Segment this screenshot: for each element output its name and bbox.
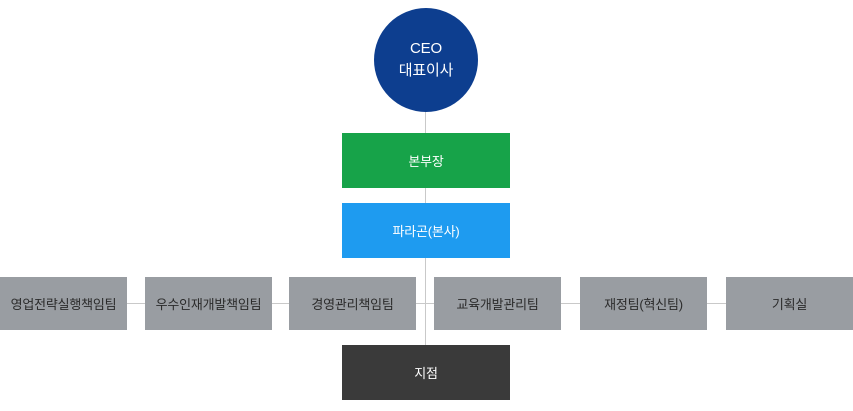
- department-node-management: 경영관리책임팀: [289, 277, 416, 330]
- branch-node: 지점: [342, 345, 510, 400]
- department-node-talent-development: 우수인재개발책임팀: [145, 277, 272, 330]
- ceo-node: CEO 대표이사: [374, 8, 478, 112]
- ceo-title: CEO: [410, 40, 442, 58]
- headquarters-node: 파라곤(본사): [342, 203, 510, 258]
- division-head-node: 본부장: [342, 133, 510, 188]
- department-node-education-development: 교육개발관리팀: [434, 277, 561, 330]
- horizontal-connector-line: [63, 303, 790, 304]
- department-node-finance: 재정팀(혁신팀): [580, 277, 707, 330]
- ceo-subtitle: 대표이사: [398, 62, 454, 79]
- department-node-planning: 기획실: [726, 277, 853, 330]
- department-node-sales-strategy: 영업전략실행책임팀: [0, 277, 127, 330]
